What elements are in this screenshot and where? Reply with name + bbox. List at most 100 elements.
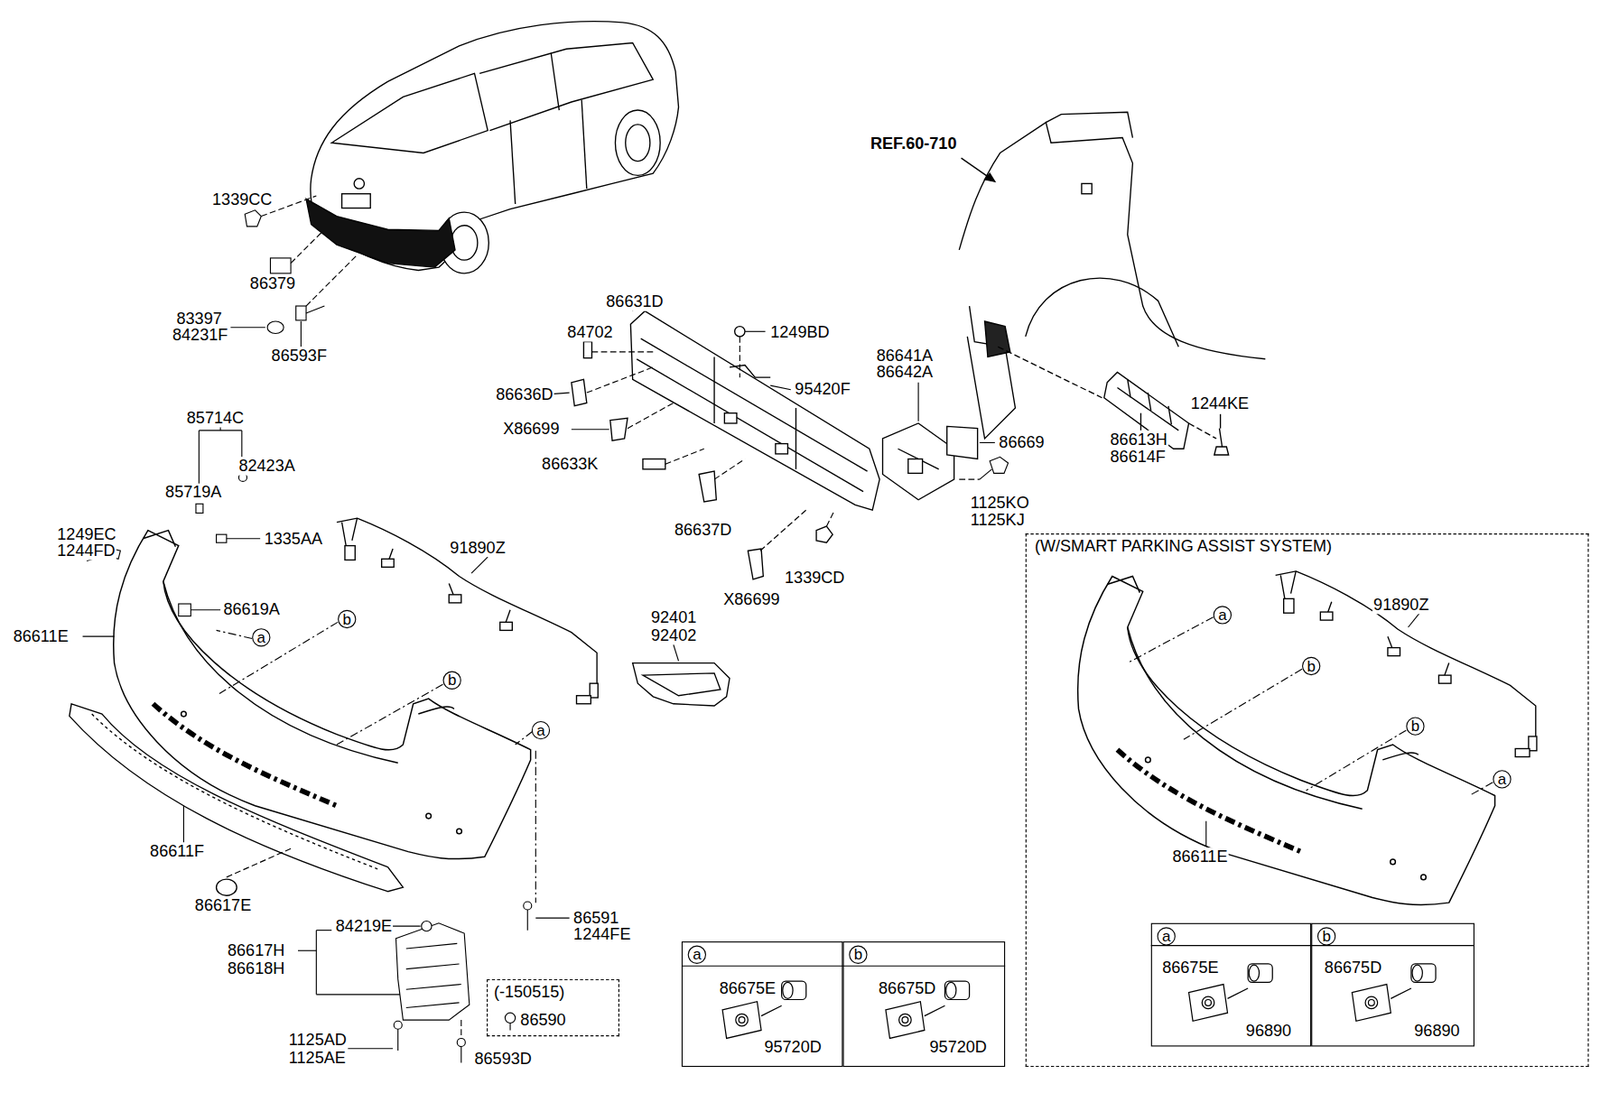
drawing-part bbox=[92, 714, 378, 870]
callout-number: 84219E bbox=[334, 917, 394, 936]
dashed-box: (-150515)86590 bbox=[486, 979, 620, 1037]
drawing-part bbox=[226, 538, 261, 540]
drawing-part bbox=[816, 526, 833, 543]
drawing-part bbox=[985, 173, 996, 182]
drawing-part bbox=[775, 444, 789, 455]
drawing-part bbox=[69, 704, 404, 896]
callout-number: 86642A bbox=[875, 362, 935, 382]
part-number: 95720D bbox=[930, 1038, 987, 1057]
drawing-part bbox=[550, 53, 559, 111]
drawing-part bbox=[113, 530, 531, 860]
drawing-part bbox=[406, 943, 462, 1008]
callout-number: 86618H bbox=[226, 959, 287, 978]
callout-letter: a bbox=[1493, 771, 1510, 788]
drawing-part bbox=[306, 198, 456, 268]
drawing-part bbox=[523, 902, 532, 911]
callout-number: 1125AD bbox=[288, 1032, 348, 1051]
drawing-part bbox=[636, 359, 864, 493]
drawing-part bbox=[1116, 379, 1179, 431]
drawing-part bbox=[267, 321, 284, 335]
callout-number: 86617H bbox=[226, 941, 287, 960]
callout-letter: b bbox=[338, 611, 355, 628]
drawing-part bbox=[198, 430, 200, 485]
part-number: 95720D bbox=[763, 1038, 821, 1057]
part-number: 86675D bbox=[1324, 958, 1382, 977]
callout-letter: b bbox=[1406, 718, 1424, 735]
callout-number: 91890Z bbox=[1372, 595, 1431, 614]
callout-number: 86379 bbox=[249, 274, 298, 293]
drawing-part bbox=[1140, 413, 1142, 431]
callout-number: 86633K bbox=[540, 455, 600, 474]
drawing-part bbox=[336, 518, 598, 705]
drawing-part bbox=[1127, 612, 1494, 847]
part-number: 86675E bbox=[719, 979, 776, 998]
drawing-part bbox=[342, 194, 372, 209]
drawing-part bbox=[610, 418, 628, 441]
part-number: 96890 bbox=[1246, 1022, 1292, 1041]
drawing-part bbox=[290, 232, 322, 264]
drawing-part bbox=[226, 848, 291, 878]
callout-number: 1335AA bbox=[263, 530, 325, 549]
drawing-part bbox=[1045, 111, 1133, 138]
drawing-part bbox=[395, 923, 469, 1021]
drawing-part bbox=[421, 920, 432, 931]
drawing-part bbox=[997, 346, 1102, 399]
table-cell: a 86675E 95720D bbox=[681, 941, 844, 1068]
drawing-part bbox=[724, 413, 737, 424]
callout-number: 84702 bbox=[566, 323, 614, 342]
drawing-part bbox=[947, 426, 978, 459]
callout-number: 1125KO bbox=[969, 493, 1031, 512]
callout-number: 1339CC bbox=[211, 190, 274, 209]
callout-letter: a bbox=[688, 946, 707, 965]
callout-number: 86611E bbox=[1171, 847, 1228, 866]
drawing-part bbox=[760, 510, 807, 551]
drawing-part bbox=[1205, 821, 1207, 847]
callout-number: 86593D bbox=[473, 1050, 533, 1069]
drawing-part bbox=[300, 321, 302, 347]
callout-circle: a bbox=[251, 628, 270, 647]
callout-number: 86669 bbox=[997, 433, 1046, 452]
drawing-part bbox=[306, 21, 679, 274]
drawing-part bbox=[297, 950, 317, 952]
drawing-part bbox=[729, 365, 771, 379]
drawing-part bbox=[1469, 782, 1493, 797]
callout-number: 86636D bbox=[494, 385, 555, 404]
callout-number: 86631D bbox=[604, 292, 665, 311]
callout-circle: a bbox=[1492, 770, 1511, 789]
drawing-part bbox=[713, 357, 715, 424]
table-cell: b86675D95720D bbox=[842, 941, 1005, 1068]
drawing-part bbox=[1183, 669, 1303, 740]
drawing-part bbox=[241, 430, 242, 457]
callout-letter: a bbox=[252, 629, 270, 646]
callout-letter: a bbox=[1157, 927, 1176, 946]
callout-number: 95420F bbox=[793, 381, 852, 400]
drawing-part bbox=[216, 630, 253, 639]
drawing-part bbox=[1219, 414, 1221, 429]
drawing-part bbox=[795, 408, 797, 470]
drawing-part bbox=[178, 604, 192, 617]
callout-circle: a bbox=[531, 721, 550, 740]
callout-number: 1244FD bbox=[55, 541, 117, 560]
drawing-part bbox=[509, 1023, 511, 1031]
drawing-part bbox=[642, 673, 721, 697]
drawing-part bbox=[195, 503, 204, 513]
drawing-part bbox=[632, 663, 730, 707]
table-cell: b86675D96890 bbox=[1311, 923, 1475, 1048]
drawing-part bbox=[642, 459, 666, 470]
callout-number: 86611F bbox=[148, 842, 205, 861]
callout-number: 86613H bbox=[1108, 430, 1169, 449]
callout-circle: b bbox=[442, 671, 461, 690]
callout-number: 86611E bbox=[12, 627, 70, 646]
callout-number: 86614F bbox=[1108, 447, 1167, 466]
dashed-box: (W/SMART PARKING ASSIST SYSTEM)a86675E96… bbox=[1025, 533, 1590, 1068]
callout-number: 1125KJ bbox=[969, 511, 1026, 530]
callout-number: 1339CD bbox=[783, 569, 847, 588]
drawing-part bbox=[230, 195, 357, 347]
drawing-part bbox=[460, 1020, 462, 1039]
drawing-part bbox=[306, 306, 325, 314]
drawing-part bbox=[471, 557, 488, 574]
callout-letter: a bbox=[1214, 606, 1231, 624]
drawing-part bbox=[1078, 576, 1496, 906]
callout-number: 84231F bbox=[171, 326, 230, 345]
